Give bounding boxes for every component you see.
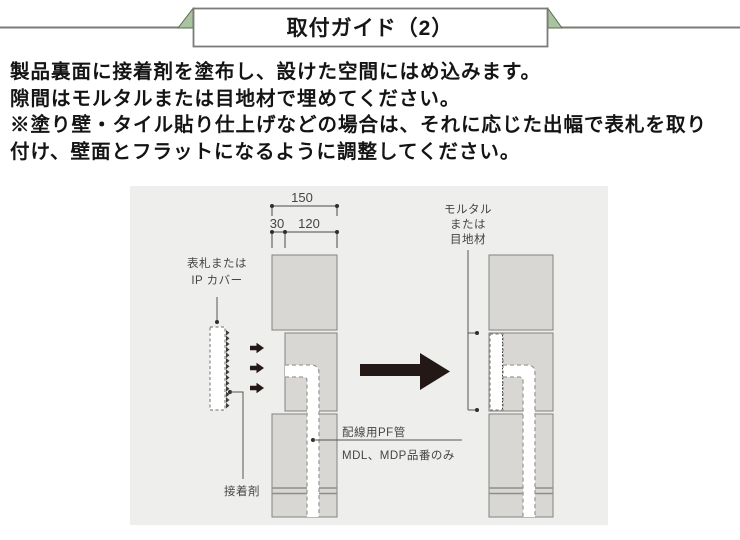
pf-pipe-label: 配線用PF管 [342, 425, 406, 439]
right-pf-pipe [503, 364, 536, 517]
page-title: 取付ガイド（2） [287, 16, 454, 40]
mortar-label-line3: 目地材 [450, 232, 486, 246]
nameplate-label-line1: 表札または [187, 256, 247, 270]
nameplate-inserted [489, 333, 504, 411]
insertion-arrows [250, 342, 264, 394]
nameplate-label-line2: IP カバー [191, 274, 242, 287]
installation-diagram: 150 30 120 [187, 190, 554, 518]
intro-line-3: ※塗り壁・タイル貼り仕上げなどの場合は、それに応じた出幅で表札を取り [10, 114, 708, 136]
big-right-arrow-icon [360, 353, 450, 390]
left-pf-pipe [285, 364, 320, 517]
mortar-label-line2: または [450, 218, 486, 231]
left-wall-section [271, 254, 338, 518]
dimension-120-label: 120 [298, 216, 320, 231]
adhesive-callout: 接着剤 [224, 390, 260, 498]
right-wall-bottom-block [488, 413, 554, 518]
intro-line-1: 製品裏面に接着剤を塗布し、設けた空間にはめ込みます。 [10, 61, 542, 83]
left-wall-top-block [271, 254, 338, 331]
banner-title-box [192, 7, 549, 48]
installation-diagram-panel: 150 30 120 [130, 186, 608, 525]
nameplate-inserted-outline [489, 333, 504, 411]
adhesive-label: 接着剤 [224, 484, 260, 498]
mortar-label-line1: モルタル [444, 203, 492, 216]
dimension-30-120: 30 120 [270, 216, 339, 248]
small-right-arrow-icon [250, 342, 264, 354]
right-wall-top-block [488, 254, 554, 331]
small-right-arrow-icon [250, 382, 264, 394]
mortar-callout: モルタル または 目地材 [444, 203, 492, 412]
intro-text-block: 製品裏面に接着剤を塗布し、設けた空間にはめ込みます。 隙間はモルタルまたは目地材… [10, 59, 736, 165]
pf-pipe-callout: 配線用PF管 MDL、MDP品番のみ [311, 425, 462, 462]
dimension-150: 150 [270, 190, 339, 216]
intro-line-4: 付け、壁面とフラットになるように調整してください。 [10, 140, 521, 163]
left-wall-bottom-block [271, 413, 338, 518]
right-wall-section [488, 254, 554, 518]
nameplate-callout: 表札または IP カバー [187, 256, 247, 324]
intro-line-2: 隙間はモルタルまたは目地材で埋めてください。 [10, 87, 461, 110]
nameplate-detached [209, 326, 230, 411]
banner-right-fold-triangle [547, 6, 563, 29]
nameplate-outline [209, 326, 226, 411]
adhesive-zigzag [226, 330, 230, 409]
title-banner: 取付ガイド（2） [0, 6, 740, 48]
dimension-150-label: 150 [291, 190, 313, 205]
small-right-arrow-icon [250, 362, 264, 374]
banner-left-fold-triangle [176, 7, 194, 29]
pf-pipe-note-label: MDL、MDP品番のみ [342, 449, 455, 462]
dimension-30-label: 30 [270, 216, 284, 231]
